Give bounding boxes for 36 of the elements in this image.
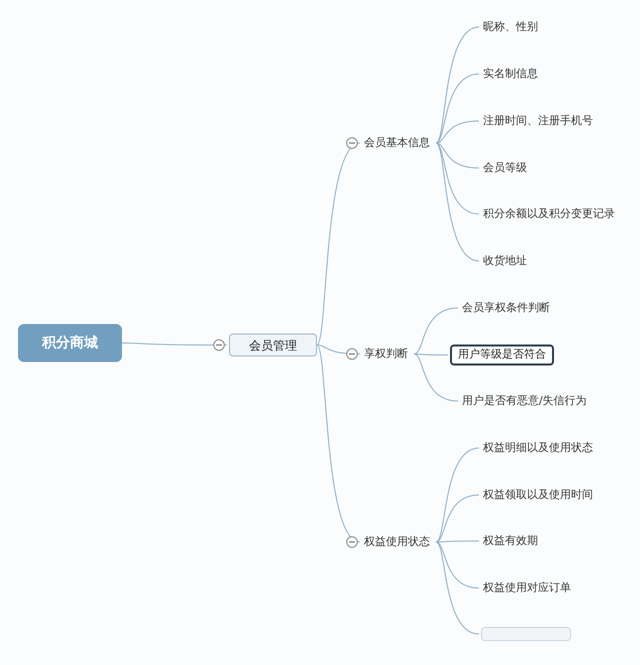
leaf-label: 积分余额以及积分变更记录 bbox=[481, 206, 617, 222]
root-topic: 积分商城 bbox=[18, 324, 122, 362]
connector-line bbox=[316, 344, 360, 542]
leaf-label: 会员等级 bbox=[481, 160, 529, 176]
leaf-label: 收货地址 bbox=[481, 252, 529, 270]
blank-topic bbox=[481, 627, 571, 641]
leaf-label: 用户是否有恶意/失信行为 bbox=[460, 392, 589, 410]
leaf-label: 实名制信息 bbox=[481, 66, 540, 82]
connector-line bbox=[436, 120, 480, 144]
connector-line bbox=[436, 542, 480, 588]
connector-line bbox=[436, 74, 480, 144]
main-topic: 会员管理 bbox=[229, 334, 317, 356]
leaf-label: 权益有效期 bbox=[481, 532, 540, 550]
connector-line bbox=[436, 142, 480, 214]
connector-line bbox=[414, 308, 458, 354]
subtopic-label: 权益使用状态 bbox=[362, 534, 432, 550]
leaf-label: 权益领取以及使用时间 bbox=[481, 486, 595, 504]
leaf-label: 权益明细以及使用状态 bbox=[481, 440, 595, 456]
connector-line bbox=[414, 354, 458, 402]
subtopic-label: 会员基本信息 bbox=[362, 134, 432, 152]
selected-topic: 用户等级是否符合 bbox=[450, 344, 554, 366]
connector-line bbox=[436, 26, 480, 144]
leaf-label: 权益使用对应订单 bbox=[481, 580, 573, 596]
connector-line bbox=[436, 142, 480, 168]
connector-line bbox=[436, 494, 480, 542]
connector-line bbox=[122, 342, 228, 346]
connector-line bbox=[436, 542, 480, 634]
leaf-label: 注册时间、注册手机号 bbox=[481, 112, 595, 130]
connector-line bbox=[414, 354, 448, 356]
connector-line bbox=[436, 142, 480, 262]
connector-line bbox=[436, 540, 480, 542]
connector-line bbox=[436, 448, 480, 542]
connector-line bbox=[316, 142, 360, 346]
leaf-label: 昵称、性别 bbox=[481, 18, 540, 36]
subtopic-label: 享权判断 bbox=[362, 346, 410, 362]
leaf-label: 会员享权条件判断 bbox=[460, 300, 552, 316]
